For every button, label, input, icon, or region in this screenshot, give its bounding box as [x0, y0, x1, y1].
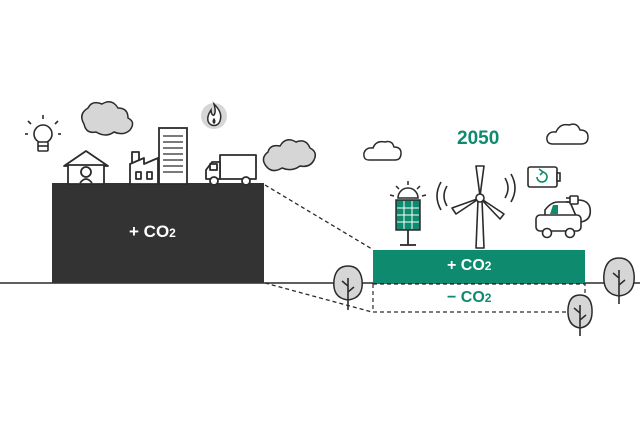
- plus-sign: +: [129, 222, 139, 241]
- wind-turbine-icon: [436, 165, 516, 249]
- house-icon: [63, 150, 109, 185]
- year-label: 2050: [457, 128, 500, 149]
- future-emissions-label: + CO2: [447, 257, 491, 275]
- co-text: CO: [460, 257, 485, 274]
- co2-subscript: 2: [484, 259, 492, 273]
- current-emissions-block: [52, 183, 264, 283]
- electric-car-icon: [535, 195, 592, 239]
- tree-icon: [567, 294, 593, 336]
- cloud-icon: [363, 140, 402, 161]
- co-text: CO: [460, 289, 485, 306]
- sun-icon: [389, 181, 427, 199]
- flame-icon: [201, 101, 227, 129]
- lightbulb-icon: [25, 115, 61, 152]
- tree-icon: [333, 265, 363, 310]
- co-text: CO: [143, 222, 170, 241]
- building-icon: [158, 127, 188, 185]
- factory-icon: [129, 151, 159, 185]
- co2-subscript: 2: [484, 291, 492, 305]
- removal-label: − CO2: [447, 289, 491, 307]
- smoke-cloud-icon: [262, 139, 317, 172]
- future-emissions-block: [373, 250, 585, 283]
- minus-sign: −: [447, 289, 457, 306]
- connector-dashed-lines: [264, 184, 373, 313]
- co2-subscript: 2: [169, 226, 176, 240]
- smoke-cloud-icon: [81, 101, 134, 136]
- plus-sign: +: [447, 257, 457, 274]
- current-emissions-label: + CO2: [129, 222, 176, 242]
- battery-recharge-icon: [527, 166, 561, 188]
- truck-icon: [205, 154, 257, 186]
- cloud-icon: [546, 123, 589, 145]
- tree-icon: [603, 257, 635, 304]
- solar-panel-icon: [395, 199, 421, 246]
